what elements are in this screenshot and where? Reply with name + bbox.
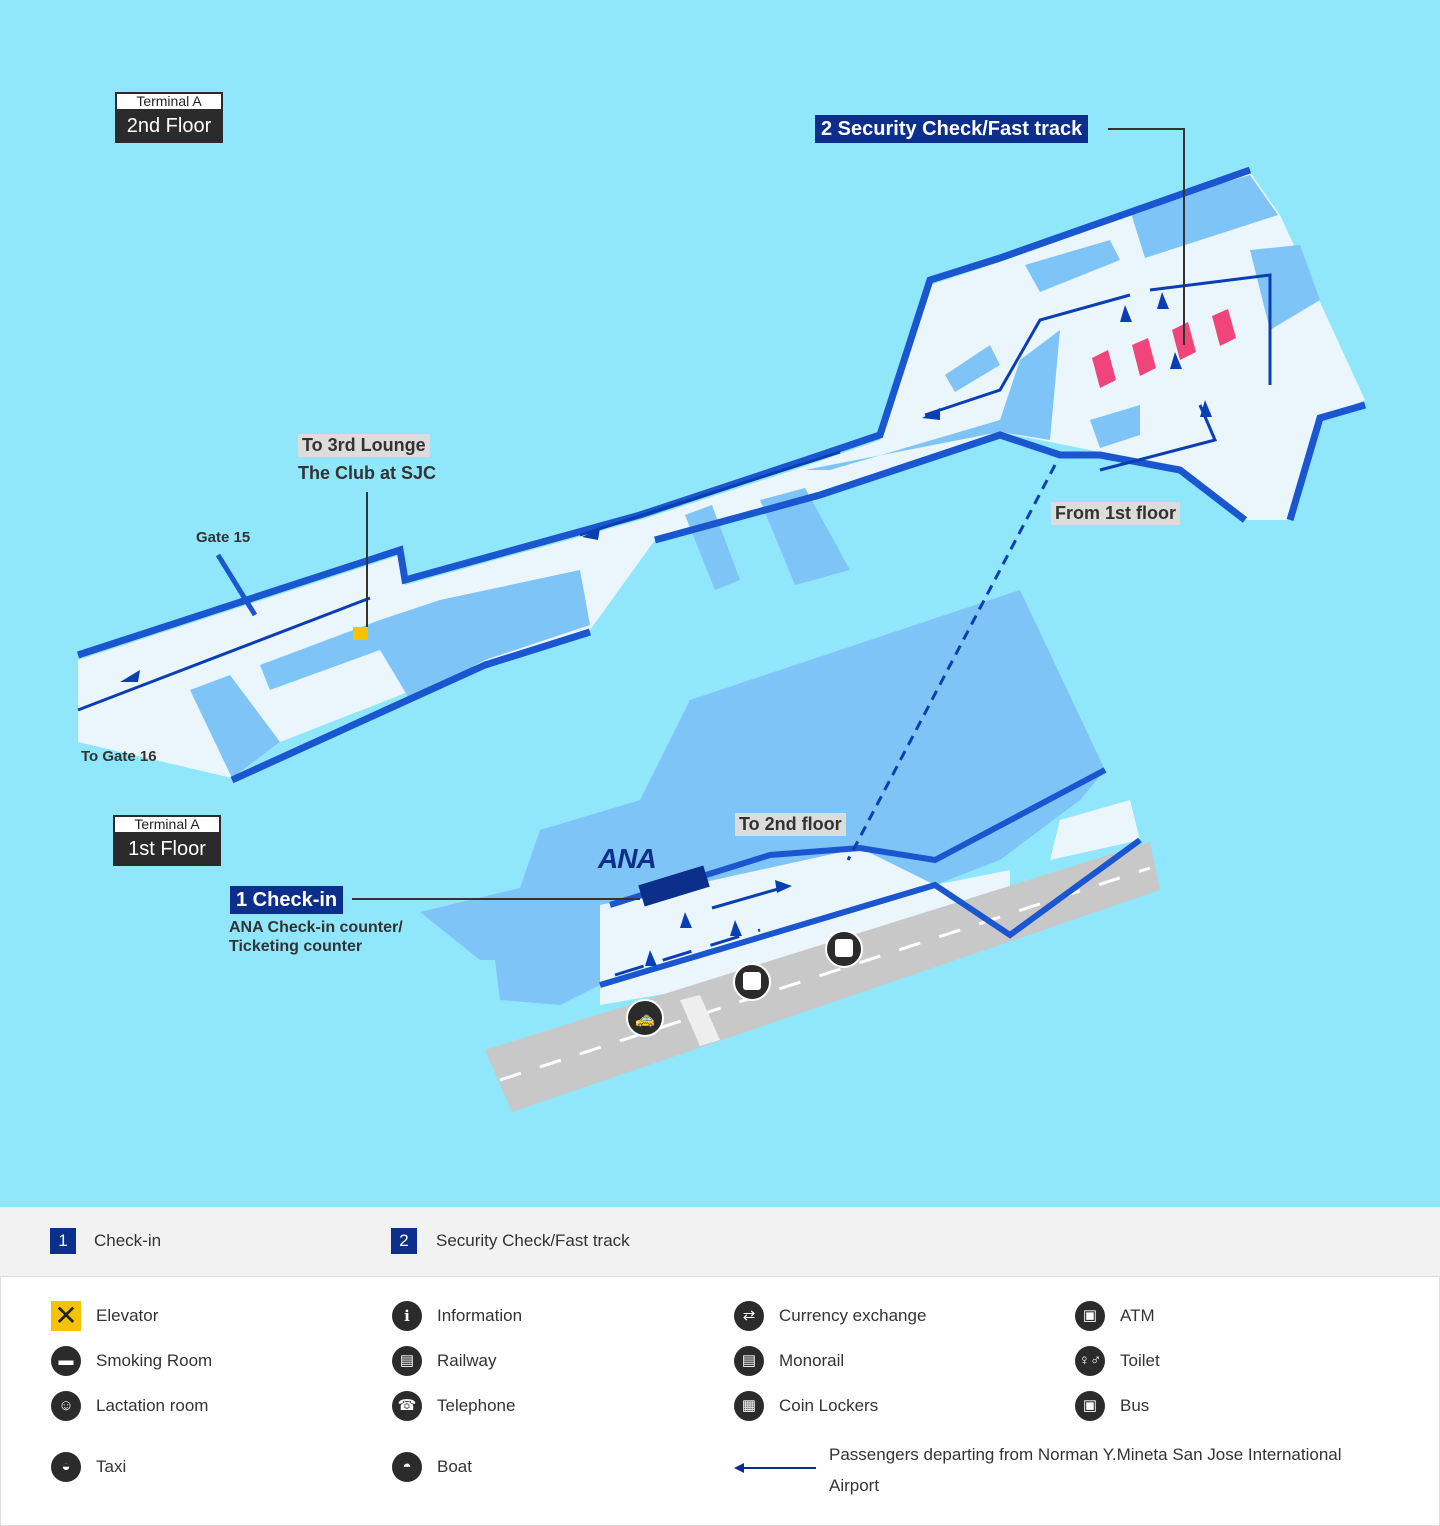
legend-numbered: 1 Check-in 2 Security Check/Fast track: [0, 1207, 1440, 1277]
ana-logo: ANA: [598, 843, 657, 874]
information-icon: i: [392, 1301, 422, 1331]
gate-15-label: Gate 15: [196, 529, 251, 546]
elevator-icon: ✕: [51, 1301, 81, 1331]
second-floor-plan: [76, 128, 1366, 784]
bus-stop-icon: [733, 963, 771, 1001]
smoking-room-icon: ▬: [51, 1346, 81, 1376]
from-1st-floor-label: From 1st floor: [1051, 502, 1181, 525]
checkin-desc-line: Ticketing counter: [229, 938, 363, 955]
coin-lockers-icon: ▦: [734, 1391, 764, 1421]
bus-stop-icon: [825, 930, 863, 968]
map-drawing: 🚕: [76, 128, 1366, 1112]
gate-16-label: To Gate 16: [81, 748, 157, 765]
checkin-callout: 1 Check-in: [230, 886, 344, 914]
terminal-label: Terminal A: [115, 92, 223, 111]
ana-checkin-counter: [638, 865, 710, 907]
route-arrow-icon: [734, 1463, 816, 1473]
number-badge: 1: [50, 1228, 76, 1254]
atm-icon: ▣: [1075, 1301, 1105, 1331]
legend-label: Elevator: [96, 1306, 159, 1325]
terminal-label: Terminal A: [113, 815, 221, 834]
elevator-icon: [353, 627, 368, 640]
security-callout: 2 Security Check/Fast track: [815, 115, 1089, 143]
svg-text:🚕: 🚕: [635, 1011, 655, 1028]
lounge-name: The Club at SJC: [298, 463, 437, 483]
first-floor-plan: 🚕: [352, 464, 1160, 1112]
floor-label: 2nd Floor: [115, 111, 223, 143]
currency-exchange-icon: ⇄: [734, 1301, 764, 1331]
legend-label: Boat: [437, 1457, 472, 1476]
terminal-map: 🚕 Terminal A 2nd Floor Terminal A 1st Fl…: [0, 0, 1440, 1207]
route-legend: Passengers departing from Norman Y.Minet…: [829, 1439, 1342, 1501]
legend-label: Lactation room: [96, 1396, 209, 1415]
telephone-icon: ☎: [392, 1391, 422, 1421]
legend-label: Currency exchange: [779, 1306, 927, 1325]
route-legend-line: Airport: [829, 1476, 880, 1495]
legend-label: Toilet: [1120, 1351, 1160, 1370]
route-arrows-2f: [120, 292, 1212, 682]
floor-tag-2f: Terminal A 2nd Floor: [115, 92, 223, 143]
connector-line: [846, 464, 1057, 861]
legend-label: Telephone: [437, 1396, 516, 1415]
railway-icon: ▤: [392, 1346, 422, 1376]
legend-label: Bus: [1120, 1396, 1150, 1415]
legend-icons: ✕ Elevator i Information ⇄ Currency exch…: [0, 1277, 1440, 1526]
taxi-icon: ◒: [51, 1452, 81, 1482]
floor-tag-1f: Terminal A 1st Floor: [113, 815, 221, 866]
lounge-label: To 3rd Lounge: [298, 434, 430, 457]
lactation-room-icon: ☺: [51, 1391, 81, 1421]
boat-icon: ◓: [392, 1452, 422, 1482]
route-legend-line: Passengers departing from Norman Y.Minet…: [829, 1445, 1342, 1464]
taxi-stop-icon: 🚕: [626, 999, 664, 1037]
legend-label: Coin Lockers: [779, 1396, 879, 1415]
legend-label: Check-in: [94, 1231, 162, 1250]
checkin-desc-line: ANA Check-in counter/: [229, 919, 403, 936]
legend-label: Smoking Room: [96, 1351, 213, 1370]
legend-label: Railway: [437, 1351, 497, 1370]
checkin-description: ANA Check-in counter/ Ticketing counter: [229, 918, 403, 956]
legend-label: ATM: [1120, 1306, 1155, 1325]
legend-label: Taxi: [96, 1457, 127, 1476]
monorail-icon: ▤: [734, 1346, 764, 1376]
toilet-icon: ♀♂: [1075, 1346, 1105, 1376]
security-checkpoints: [1092, 309, 1236, 388]
legend-label: Security Check/Fast track: [436, 1231, 630, 1250]
legend-label: Monorail: [779, 1351, 845, 1370]
number-badge: 2: [391, 1228, 417, 1254]
legend-label: Information: [437, 1306, 523, 1325]
bus-icon: ▣: [1075, 1391, 1105, 1421]
floor-label: 1st Floor: [113, 834, 221, 866]
to-2nd-floor-label: To 2nd floor: [735, 813, 846, 836]
